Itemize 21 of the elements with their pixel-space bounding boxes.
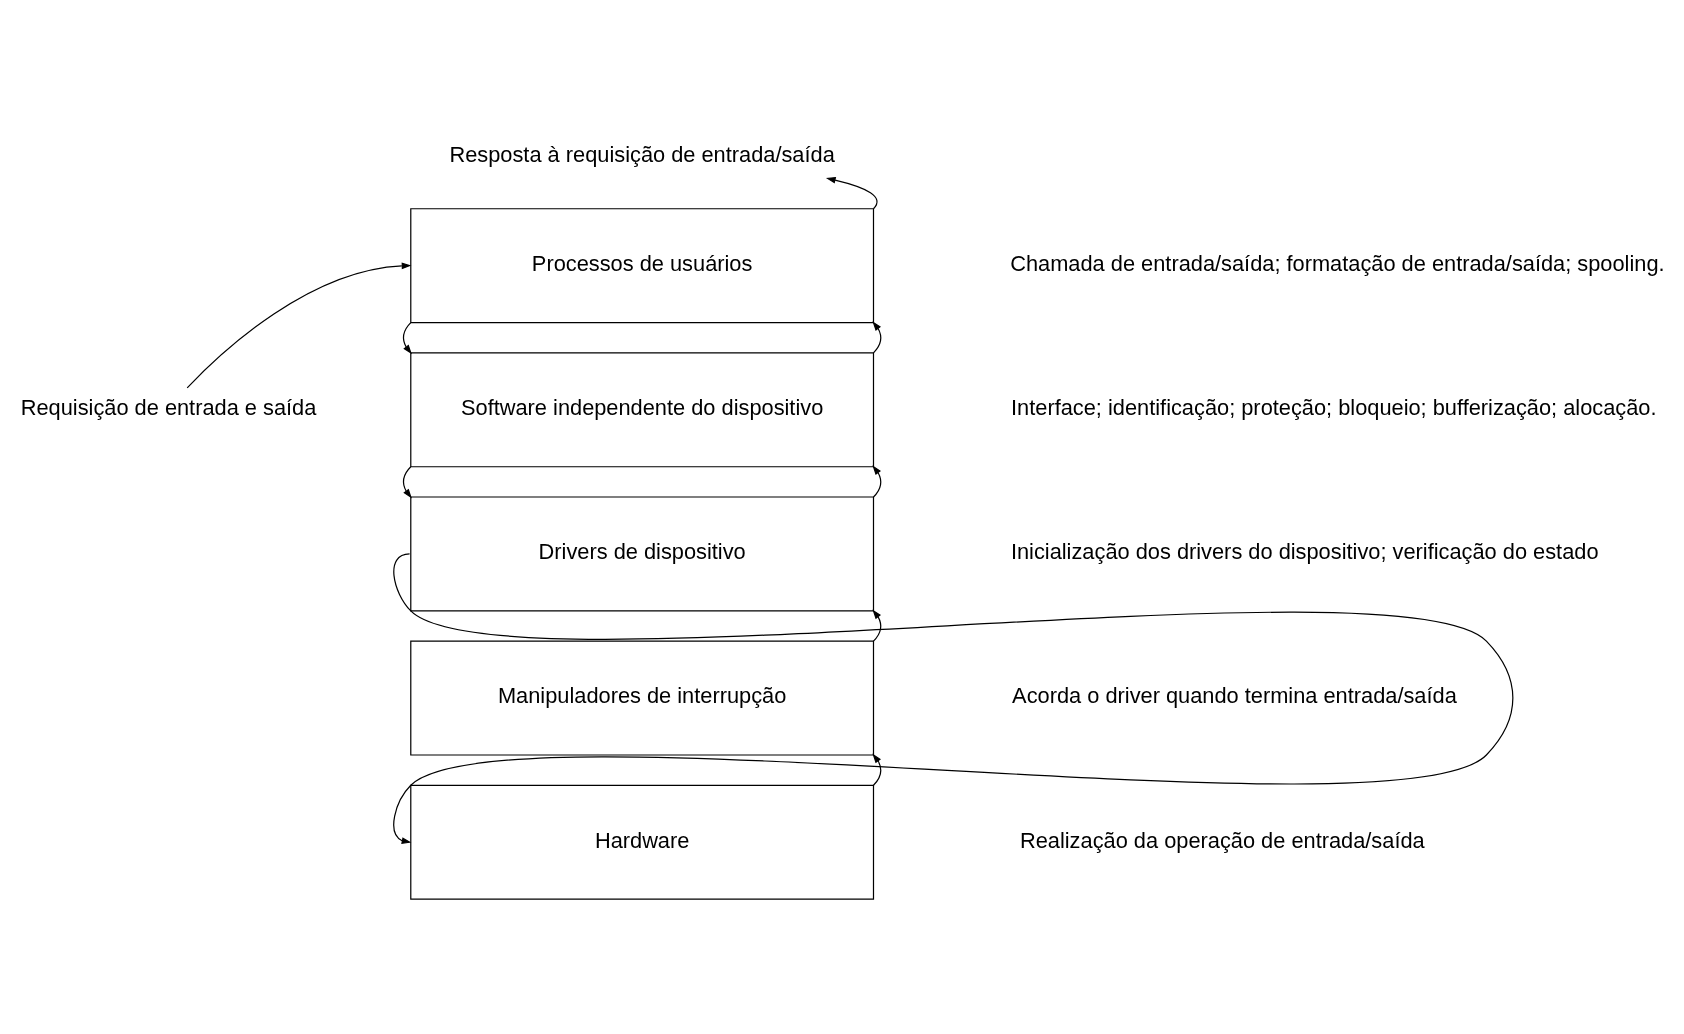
node-box: Software independente do dispositivo	[410, 352, 875, 468]
node-text: Requisição de entrada e saída	[20, 395, 317, 421]
label: Chamada de entrada/saída; formatação de entrada/saída; spooling.	[1010, 250, 1665, 276]
label: Realização da operação de entrada/saída	[1019, 827, 1425, 853]
arrow	[403, 322, 412, 355]
arrow	[186, 262, 412, 389]
label: Interface; identificação; proteção; bloqueio; bufferização; alocação.	[1011, 395, 1657, 421]
node-box: Drivers de dispositivo	[410, 496, 875, 612]
node-box: Processos de usuários	[410, 208, 875, 324]
arrow	[393, 553, 1514, 844]
label: Acorda o driver quando termina entrada/saída	[1012, 683, 1457, 709]
arrow	[403, 466, 412, 499]
node-box: Hardware	[410, 784, 875, 900]
node-text: Resposta à requisição de entrada/saída	[449, 141, 835, 167]
arrow	[872, 609, 882, 642]
arrow	[825, 176, 878, 210]
node-box: Manipuladores de interrupção	[410, 640, 875, 756]
label: Inicialização dos drivers do dispositivo; verificação do estado	[1010, 539, 1599, 565]
arrow	[872, 321, 882, 354]
arrow	[872, 753, 882, 786]
arrow	[872, 465, 882, 498]
